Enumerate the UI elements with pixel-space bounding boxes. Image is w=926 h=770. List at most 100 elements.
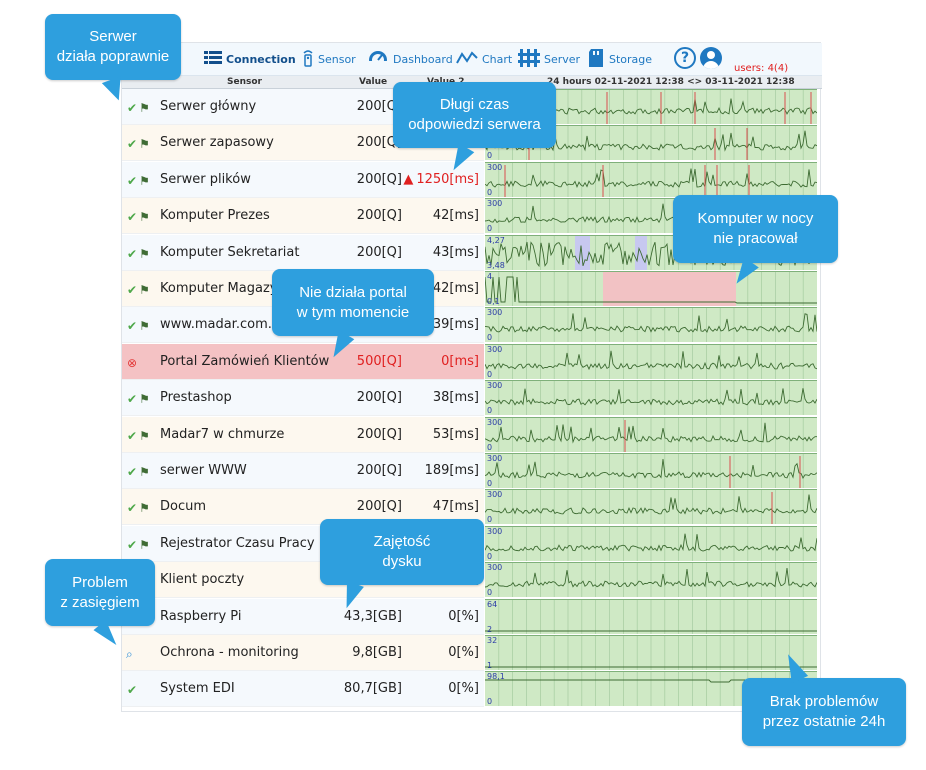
sensor-value2: 0[ms] <box>441 353 479 369</box>
sparkline[interactable]: 300 0 <box>485 562 817 598</box>
sensor-value2: 0[%] <box>448 645 479 660</box>
sparkline-max-label: 300 <box>487 308 503 318</box>
callout-komputer-noc: Komputer w nocy nie pracował <box>673 195 838 263</box>
sensor-value2-cell: 189[ms] <box>425 463 479 478</box>
sensor-name: Serwer plików <box>160 171 251 187</box>
ok-icon: ✔⚑ <box>127 283 150 297</box>
callout-dlugi-czas: Długi czas odpowiedzi serwera <box>393 82 556 148</box>
column-header-value[interactable]: Value <box>359 77 388 87</box>
server-icon <box>518 49 540 70</box>
sensor-name: Docum <box>160 499 207 515</box>
sparkline-min-label: 0 <box>487 369 493 379</box>
sensor-name: Raspberry Pi <box>160 608 242 624</box>
callout-dysk-line1: Zajętość <box>373 533 431 550</box>
nav-server[interactable]: Server <box>518 43 580 76</box>
callout-brak-line1: Brak problemów <box>769 693 879 710</box>
sensor-value: 200[Q] <box>356 171 402 187</box>
callout-zasieg-line2: z zasięgiem <box>60 593 140 611</box>
column-header-sensor[interactable]: Sensor <box>227 77 262 87</box>
sparkline[interactable]: 300 0 <box>485 416 817 452</box>
ok-icon: ✔⚑ <box>127 392 150 407</box>
alarm-up-icon: ▲ <box>403 171 414 187</box>
sparkline-min-label: 0 <box>487 187 493 197</box>
sensor-value: 9,8[GB] <box>352 645 402 660</box>
sparkline-max-label: 4,27 <box>487 235 505 245</box>
callout-serwer-ok: Serwer działa poprawnie <box>45 14 181 80</box>
list-icon <box>204 51 222 68</box>
nav-dashboard-label: Dashboard <box>393 53 453 66</box>
sensor-value2: 42[ms] <box>432 281 479 296</box>
sensor-icon <box>302 49 314 70</box>
sensor-value2-cell: 0[%] <box>448 681 479 696</box>
callout-portal: Nie działa portal w tym momencie <box>272 269 434 336</box>
sparkline-max-label: 300 <box>487 526 503 536</box>
ok-icon: ✔⚑ <box>127 246 150 261</box>
sparkline-max-label: 300 <box>487 490 503 500</box>
sensor-value: 200[Q] <box>356 426 402 442</box>
sparkline-min-label: 2 <box>487 624 493 634</box>
ok-icon: ✔⚑ <box>127 319 150 334</box>
sensor-value2: 39[ms] <box>432 317 479 333</box>
sparkline-min-label: 1 <box>487 661 493 670</box>
ok-icon: ✔ <box>127 683 138 698</box>
sparkline-min-label: 3,48 <box>487 260 505 270</box>
sensor-value2-cell: 47[ms] <box>433 499 479 514</box>
callout-komputer-noc-line2: nie pracował <box>713 230 798 247</box>
sensor-value2-cell: 0[%] <box>448 645 479 660</box>
nav-sensor[interactable]: Sensor <box>302 43 356 76</box>
nav-dashboard[interactable]: Dashboard <box>367 43 453 76</box>
sparkline-min-label: 0 <box>487 442 493 452</box>
sensor-value2: 1250[ms] <box>416 171 479 187</box>
error-icon: ⊗ <box>127 355 138 370</box>
callout-dysk: Zajętość dysku <box>320 519 484 585</box>
table-row[interactable]: ✔⚑ Prestashop 200[Q] 38[ms] <box>122 380 484 417</box>
sparkline-max-label: 300 <box>487 563 503 573</box>
nav-chart[interactable]: Chart <box>456 43 512 76</box>
user-button[interactable] <box>700 47 722 69</box>
sensor-value2: 38[ms] <box>432 390 479 406</box>
sensor-value2: 0[%] <box>448 681 479 697</box>
callout-zasieg: Problem z zasięgiem <box>45 559 155 626</box>
help-button[interactable]: ? <box>674 47 696 69</box>
sensor-name: Klient poczty <box>160 572 245 588</box>
nav-sensor-label: Sensor <box>318 53 356 66</box>
sensor-name: Prestashop <box>160 390 232 406</box>
sensor-name: Komputer Magazyn <box>160 281 286 296</box>
sensor-value: 200[Q] <box>356 390 402 406</box>
sensor-value2-cell: 42[ms] <box>433 281 479 296</box>
sensor-name: Madar7 w chmurze <box>160 426 285 442</box>
callout-serwer-ok-line2: działa poprawnie <box>56 48 170 65</box>
sparkline-max-label: 300 <box>487 381 503 391</box>
nav-storage[interactable]: Storage <box>589 43 652 76</box>
sparkline-min-label: 0 <box>487 588 493 598</box>
sensor-value2-cell: 0[%] <box>448 609 479 624</box>
ok-icon: ✔⚑ <box>127 101 150 115</box>
sensor-value: 43,3[GB] <box>343 608 402 624</box>
sparkline-max-label: 300 <box>487 417 503 427</box>
nav-connection[interactable]: Connection <box>204 43 296 76</box>
sensor-value2: 42[ms] <box>432 208 479 224</box>
sparkline-max-label: 300 <box>487 199 503 209</box>
help-icon: ? <box>680 50 690 66</box>
